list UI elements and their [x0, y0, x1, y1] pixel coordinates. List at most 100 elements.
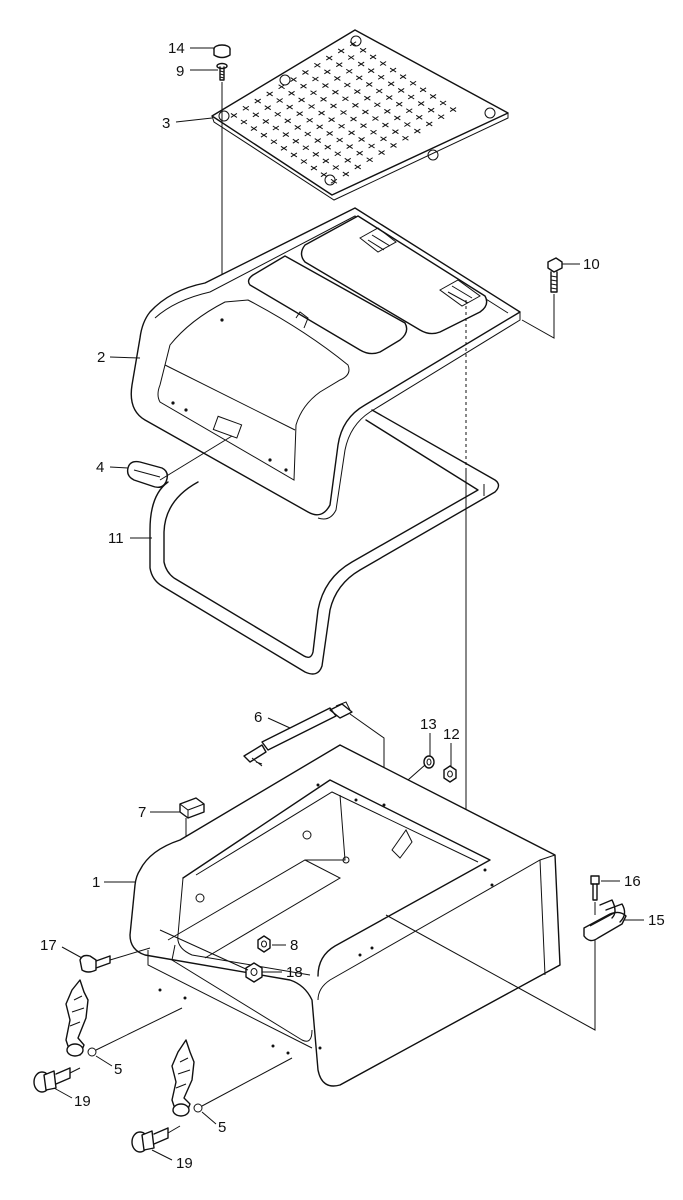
perforation-hole [298, 97, 305, 103]
perforation-hole [302, 70, 309, 75]
perforation-hole [240, 119, 248, 125]
perforation-hole [419, 87, 427, 93]
part-14-cap [213, 44, 231, 59]
perforation-hole [359, 47, 367, 53]
perforation-hole [286, 104, 293, 110]
perforation-hole [330, 103, 337, 109]
perforation-hole [378, 150, 385, 155]
perforation-hole [332, 165, 340, 170]
callout-5-right: 5 [218, 1119, 226, 1136]
perforation-hole [395, 101, 403, 107]
perforation-hole [272, 125, 280, 131]
part-2-upper-cover [130, 207, 521, 520]
part-13-washer [423, 755, 435, 769]
perforation-hole [382, 122, 389, 128]
part-3-perforated-plate [211, 29, 509, 201]
perforation-hole [397, 88, 405, 93]
callout-9: 9 [176, 63, 184, 80]
perforation-hole [387, 81, 395, 87]
perforation-hole [437, 114, 445, 120]
perforation-hole [365, 82, 373, 87]
perforation-hole [390, 143, 397, 148]
perforation-hole [325, 55, 333, 61]
perforation-hole [375, 88, 383, 94]
perforation-hole [399, 74, 407, 80]
perforation-hole [250, 126, 258, 131]
callout-19-left: 19 [74, 1093, 91, 1110]
perforation-hole [370, 129, 377, 135]
perforation-hole [322, 83, 329, 88]
perforation-hole [312, 151, 320, 157]
perforation-hole [362, 109, 369, 115]
callout-17: 17 [40, 937, 57, 954]
callout-16: 16 [624, 873, 641, 890]
callout-13: 13 [420, 716, 437, 733]
perforation-hole [350, 116, 357, 122]
part-11-seal-frame [149, 409, 500, 675]
callout-2: 2 [97, 349, 105, 366]
perforation-hole [342, 171, 350, 177]
perforation-hole [409, 80, 417, 86]
perforation-hole [354, 164, 362, 170]
perforation-hole [355, 75, 363, 81]
part-19-bolt-right [131, 1127, 169, 1153]
perforation-hole [310, 165, 318, 171]
perforation-hole [254, 98, 262, 104]
perforation-hole [334, 151, 342, 157]
perforation-hole [288, 90, 295, 96]
perforation-hole [337, 48, 345, 54]
perforation-hole [358, 137, 365, 142]
perforation-hole [352, 102, 359, 108]
callout-19-right: 19 [176, 1155, 193, 1172]
perforation-hole [328, 117, 335, 123]
perforation-hole [308, 104, 315, 109]
perforation-hole [332, 89, 339, 95]
perforation-hole [394, 115, 401, 121]
perforation-hole [282, 132, 290, 137]
part-6-gas-strut [243, 701, 353, 767]
perforation-hole [318, 110, 325, 116]
perforation-hole [404, 122, 411, 127]
perforation-hole [320, 172, 328, 178]
perforation-hole [439, 100, 447, 106]
perforation-hole [306, 117, 313, 123]
perforation-hole [310, 90, 317, 96]
perforation-hole [372, 116, 379, 121]
part-9-screw [216, 62, 228, 81]
perforation-hole [266, 91, 273, 97]
part-16-screw [590, 875, 600, 901]
perforation-hole [364, 95, 371, 101]
callout-1: 1 [92, 874, 100, 891]
callout-18: 18 [286, 964, 303, 981]
callout-5-left: 5 [114, 1061, 122, 1078]
perforation-hole [292, 138, 300, 144]
perforation-hole [300, 83, 307, 89]
perforation-hole [347, 55, 355, 60]
perforation-hole [414, 128, 421, 134]
perforation-hole [415, 114, 423, 120]
perforation-hole [242, 105, 250, 111]
callout-12: 12 [443, 726, 460, 743]
perforation-hole [402, 135, 409, 141]
perforation-hole [290, 152, 298, 158]
perforation-hole [374, 102, 381, 108]
callout-4: 4 [96, 459, 104, 476]
perforation-hole [280, 145, 288, 151]
callout-11: 11 [108, 530, 124, 547]
perforation-hole [417, 101, 425, 106]
perforation-hole [335, 62, 343, 68]
part-19-bolt-left [33, 1067, 71, 1093]
perforation-hole [369, 54, 377, 60]
perforation-hole [367, 68, 375, 74]
perforation-hole [274, 111, 282, 117]
callout-8: 8 [290, 937, 298, 954]
plate-perforations [230, 41, 457, 184]
perforation-hole [326, 131, 333, 136]
callout-15: 15 [648, 912, 665, 929]
perforation-hole [356, 150, 363, 156]
perforation-hole [252, 112, 260, 118]
perforation-hole [338, 123, 345, 129]
perforation-hole [260, 132, 268, 138]
